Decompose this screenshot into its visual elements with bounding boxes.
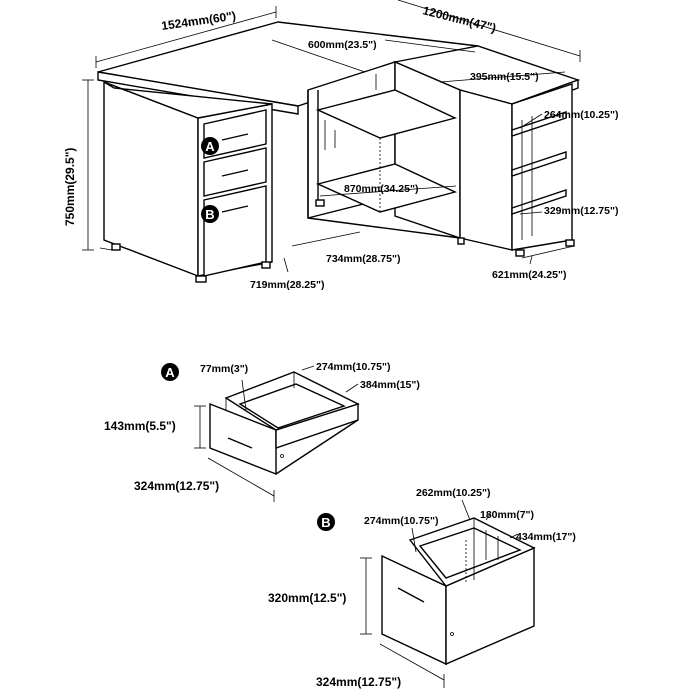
drawer-a-dimensions bbox=[194, 365, 359, 502]
desk-height-label: 750mm(29.5") bbox=[63, 148, 77, 226]
drawer-a-drawing bbox=[209, 371, 360, 476]
drawer-b-inner-depth-label: 262mm(10.25") bbox=[416, 487, 490, 499]
drawer-b-drawing bbox=[381, 517, 536, 666]
drawer-b-badge-text: B bbox=[321, 515, 330, 530]
desk-return-length-label: 621mm(24.25") bbox=[492, 269, 566, 281]
drawer-b-badge: B bbox=[317, 513, 335, 531]
drawer-b-height-label: 320mm(12.5") bbox=[268, 591, 346, 605]
desk-dimension-labels: 1524mm(60") 1200mm(47") 600mm(23.5") 395… bbox=[63, 3, 618, 291]
drawer-a-badge-text: A bbox=[165, 365, 175, 380]
drawer-a-width-label: 324mm(12.75") bbox=[134, 479, 219, 493]
drawer-a-inner-width-label: 274mm(10.75") bbox=[316, 361, 390, 373]
desk-dimensions bbox=[82, 0, 581, 273]
desk-badge-b-text: B bbox=[205, 207, 214, 222]
drawer-b-labels: 262mm(10.25") 274mm(10.75") 180mm(7") 43… bbox=[268, 487, 576, 689]
desk-badge-a: A bbox=[201, 137, 219, 155]
drawer-b-inner-width-label: 274mm(10.75") bbox=[364, 515, 438, 527]
desk-knee-depth-label: 719mm(28.25") bbox=[250, 279, 324, 291]
drawer-a-height-label: 143mm(5.5") bbox=[104, 419, 176, 433]
desk-badge-b: B bbox=[201, 205, 219, 223]
drawer-a-inner-height-label: 77mm(3") bbox=[200, 363, 248, 375]
desk-side-shelf-width-label: 329mm(12.75") bbox=[544, 205, 618, 217]
drawer-a-labels: 77mm(3") 274mm(10.75") 384mm(15") 143mm(… bbox=[104, 361, 420, 493]
drawer-b-dimensions bbox=[360, 499, 519, 688]
desk-return-top-depth-label: 395mm(15.5") bbox=[470, 71, 539, 83]
drawer-a-depth-label: 384mm(15") bbox=[360, 379, 420, 391]
desk-shelf-width-label: 870mm(34.25") bbox=[344, 183, 418, 195]
desk-top-depth-label: 600mm(23.5") bbox=[308, 39, 377, 51]
desk-return-depth-label: 1200mm(47") bbox=[421, 3, 497, 35]
drawer-b-depth-label: 434mm(17") bbox=[516, 531, 576, 543]
drawer-b-inner-height-label: 180mm(7") bbox=[480, 509, 534, 521]
desk-drawing bbox=[97, 21, 581, 283]
drawer-b-width-label: 324mm(12.75") bbox=[316, 675, 401, 689]
desk-knee-width-label: 734mm(28.75") bbox=[326, 253, 400, 265]
desk-width-label: 1524mm(60") bbox=[160, 9, 236, 33]
drawer-a-badge: A bbox=[161, 363, 179, 381]
desk-shelf-depth-label: 264mm(10.25") bbox=[544, 109, 618, 121]
desk-badge-a-text: A bbox=[205, 139, 215, 154]
